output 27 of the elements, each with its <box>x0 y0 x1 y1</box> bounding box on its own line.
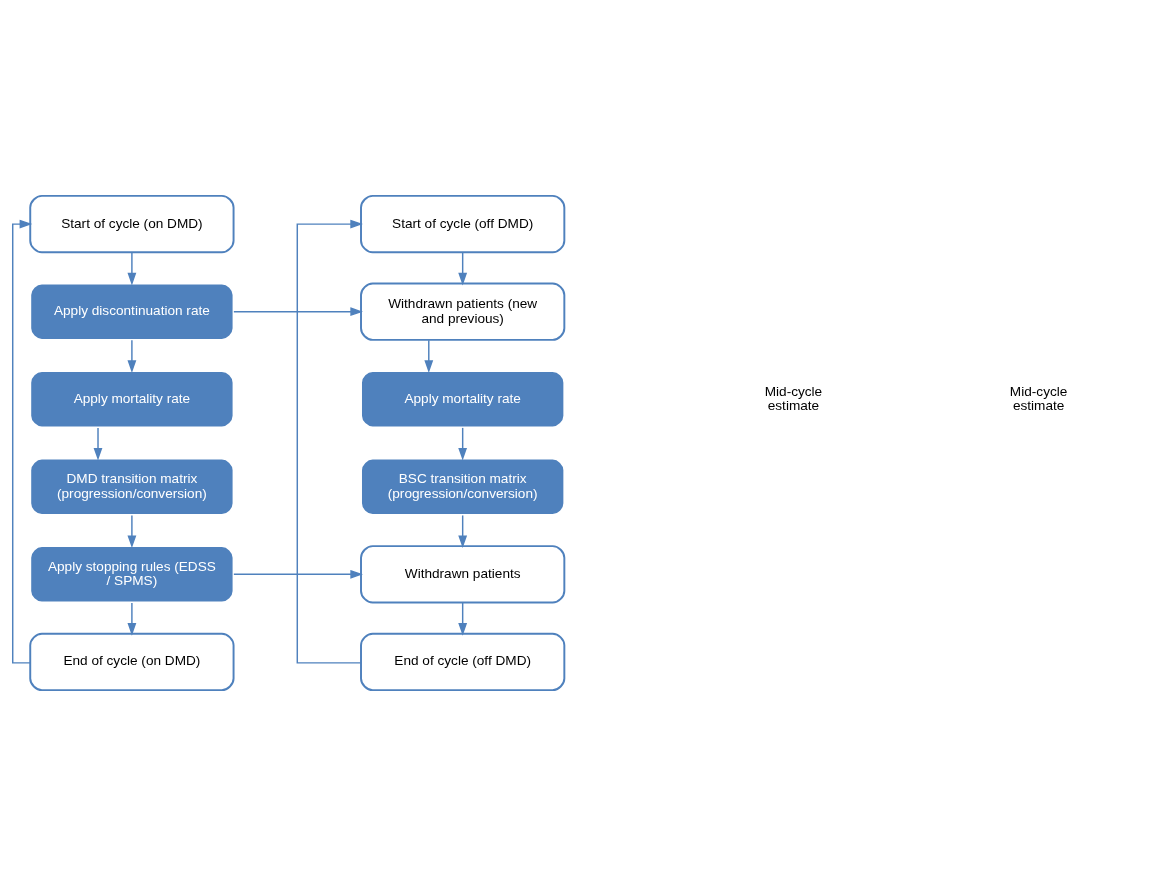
arrow <box>458 251 468 285</box>
node-box: End of cycle (off DMD) <box>360 632 566 691</box>
node-box: BSC transition matrix (progression/conversion) <box>360 457 566 516</box>
node-box: Withdrawn patients (new and previous) <box>360 281 566 341</box>
arrow <box>458 601 468 636</box>
arrow <box>458 426 468 461</box>
arrow <box>424 339 434 373</box>
arrow <box>233 306 363 316</box>
node-box: Withdrawn patients <box>360 544 566 604</box>
arrow <box>233 569 363 579</box>
arrow <box>458 514 468 548</box>
arrow <box>127 514 137 548</box>
node-box: Start of cycle (on DMD) <box>29 194 235 253</box>
arrow <box>296 219 363 664</box>
arrow <box>127 339 137 373</box>
node-box: Apply mortality rate <box>29 369 235 428</box>
node-box: DMD transition matrix (progression/conversion) <box>29 457 235 516</box>
label: Mid-cycle estimate <box>764 383 823 413</box>
arrow <box>127 601 137 636</box>
label: Mid-cycle estimate <box>1009 383 1068 413</box>
node-box: Apply discontinuation rate <box>29 281 235 341</box>
node-box: Apply stopping rules (EDSS / SPMS) <box>29 544 235 604</box>
node-box: Start of cycle (off DMD) <box>360 194 566 253</box>
arrow <box>127 251 137 285</box>
node-box: End of cycle (on DMD) <box>29 632 235 691</box>
node-box: Apply mortality rate <box>360 369 566 428</box>
arrow <box>93 426 103 461</box>
